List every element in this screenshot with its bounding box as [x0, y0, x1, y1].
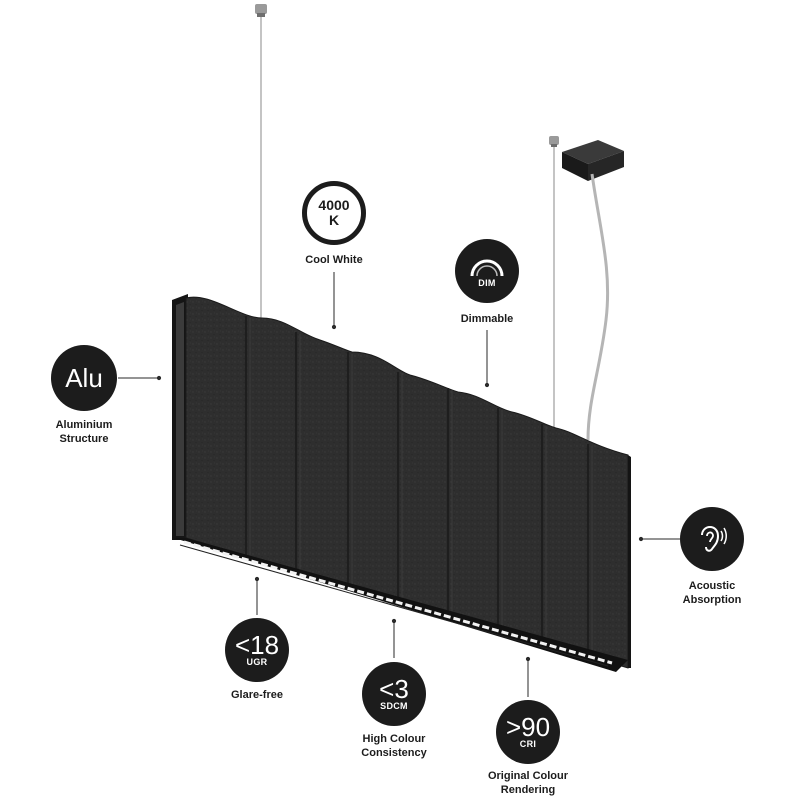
aluminium-caption-line2: Structure — [59, 433, 109, 445]
colour-consistency-caption-line1: High Colour — [362, 733, 426, 745]
acoustic-caption-line1: Acoustic — [688, 580, 736, 592]
ceiling-canopy — [562, 140, 624, 441]
dimmable-badge: DIM — [455, 239, 519, 303]
aluminium-caption-line1: Aluminium — [55, 419, 113, 431]
ugr-badge: <18 UGR — [225, 618, 289, 682]
colour-temperature-unit: K — [328, 212, 340, 228]
colour-rendering-caption: Original Colour Rendering — [473, 769, 583, 797]
ugr-value: <18 — [234, 629, 280, 660]
colour-consistency-caption-line2: Consistency — [361, 747, 427, 759]
glare-free-caption: Glare-free — [231, 689, 283, 701]
acoustic-caption: Acoustic Absorption — [662, 579, 762, 607]
colour-rendering-caption-line1: Original Colour — [487, 770, 569, 782]
cri-value: >90 — [505, 711, 551, 742]
cri-badge: >90 CRI — [496, 700, 560, 764]
cool-white-caption: Cool White — [305, 254, 363, 266]
acoustic-badge — [680, 507, 744, 571]
sdcm-unit: SDCM — [380, 700, 408, 711]
acoustic-felt-panel — [172, 294, 631, 672]
suspension-cables — [255, 4, 559, 430]
aluminium-badge-text: Alu — [65, 363, 103, 393]
aluminium-badge: Alu — [51, 345, 117, 411]
aluminium-caption: Aluminium Structure — [34, 418, 134, 446]
sdcm-badge: <3 SDCM — [362, 662, 426, 726]
colour-temperature-badge: 4000 K — [302, 181, 366, 245]
dimmable-caption: Dimmable — [460, 313, 514, 325]
sdcm-value: <3 — [379, 673, 409, 704]
ugr-unit: UGR — [246, 656, 268, 667]
ear-sound-icon — [701, 525, 727, 552]
colour-consistency-caption: High Colour Consistency — [344, 732, 444, 760]
cri-unit: CRI — [519, 738, 537, 749]
colour-temperature-value: 4000 — [318, 197, 350, 213]
colour-rendering-caption-line2: Rendering — [500, 784, 556, 796]
acoustic-caption-line2: Absorption — [682, 594, 742, 606]
leader-lines — [118, 272, 680, 697]
dimmer-arc-icon — [470, 259, 504, 276]
dimmable-badge-text: DIM — [478, 277, 496, 288]
